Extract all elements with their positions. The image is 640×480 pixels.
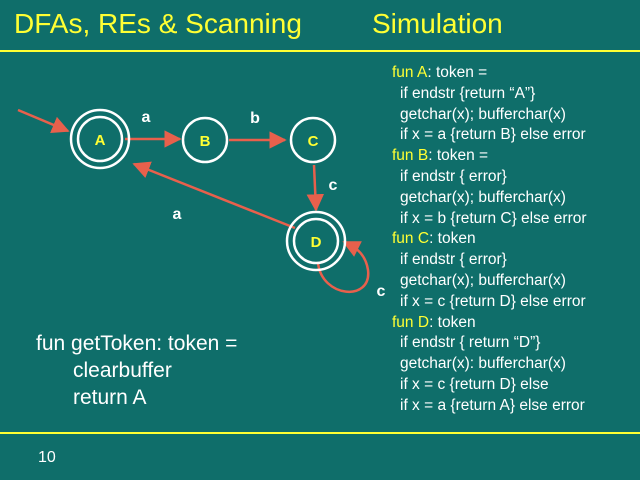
slide-title: DFAs, REs & Scanning bbox=[14, 8, 302, 39]
function-name: fun C bbox=[392, 230, 430, 248]
dfa-diagram: A B C D a b c a c bbox=[17, 108, 386, 300]
edge-label-d-to-a: a bbox=[173, 206, 182, 223]
function-name: fun A bbox=[392, 64, 428, 81]
code-line: getchar(x); bufferchar(x) bbox=[400, 188, 566, 206]
section-title: Simulation bbox=[372, 8, 503, 39]
code-line: if endstr { return “D”} bbox=[400, 334, 541, 352]
state-d-outer-ring bbox=[285, 210, 347, 272]
code-line: fun D: token bbox=[392, 313, 587, 334]
code-line: if x = a {return B} else error bbox=[400, 126, 586, 144]
bottom-divider bbox=[0, 432, 640, 434]
code-line: fun A: token = bbox=[392, 63, 587, 84]
edge-d-self-loop bbox=[316, 240, 370, 294]
code-line: if x = c {return D} else error bbox=[400, 292, 586, 310]
state-a-label: A bbox=[95, 132, 106, 149]
edge-label-b-to-c: b bbox=[250, 110, 260, 127]
function-name: fun B bbox=[392, 147, 429, 165]
state-b-label: B bbox=[200, 133, 211, 150]
state-b bbox=[181, 116, 229, 164]
code-line: getchar(x); bufferchar(x) bbox=[400, 271, 566, 289]
edge-label-c-to-d: c bbox=[329, 177, 338, 194]
edge-c-to-d bbox=[306, 164, 325, 212]
function-signature: : token bbox=[429, 230, 476, 248]
function-signature: : token = bbox=[427, 64, 488, 81]
state-a bbox=[76, 115, 124, 163]
get-token-function: fun getToken: token = clearbuffer return… bbox=[36, 330, 237, 411]
get-token-line: clearbuffer bbox=[73, 359, 172, 382]
code-line: getchar(x): bufferchar(x) bbox=[400, 355, 566, 373]
state-c-label: C bbox=[308, 133, 319, 150]
state-d-label: D bbox=[311, 234, 322, 251]
get-token-line: fun getToken: token = bbox=[36, 332, 238, 355]
code-line: if x = b {return C} else error bbox=[400, 209, 587, 227]
code-line: if endstr {return “A”} bbox=[400, 84, 536, 102]
code-line: if endstr { error} bbox=[400, 251, 507, 269]
function-signature: : token bbox=[429, 313, 476, 331]
function-signature: : token = bbox=[428, 147, 489, 165]
code-line: if x = a {return A} else error bbox=[400, 396, 585, 414]
code-line: fun B: token = bbox=[392, 146, 587, 167]
function-name: fun D bbox=[392, 313, 430, 331]
code-line: getchar(x); bufferchar(x) bbox=[400, 105, 566, 123]
simulation-code: fun A: token = if endstr {return “A”} ge… bbox=[392, 63, 587, 417]
start-arrow bbox=[17, 108, 70, 133]
slide-number: 10 bbox=[38, 449, 56, 466]
state-d bbox=[292, 217, 340, 265]
state-c bbox=[289, 116, 337, 164]
edge-label-d-loop: c bbox=[377, 283, 386, 300]
get-token-line: return A bbox=[73, 386, 147, 409]
state-a-outer-ring bbox=[69, 108, 131, 170]
code-line: fun C: token bbox=[392, 229, 587, 250]
code-line: if x = c {return D} else bbox=[400, 375, 549, 393]
edge-label-a-to-b: a bbox=[142, 109, 151, 126]
code-line: if endstr { error} bbox=[400, 167, 507, 185]
top-divider bbox=[0, 50, 640, 52]
edge-d-to-a bbox=[132, 161, 296, 230]
